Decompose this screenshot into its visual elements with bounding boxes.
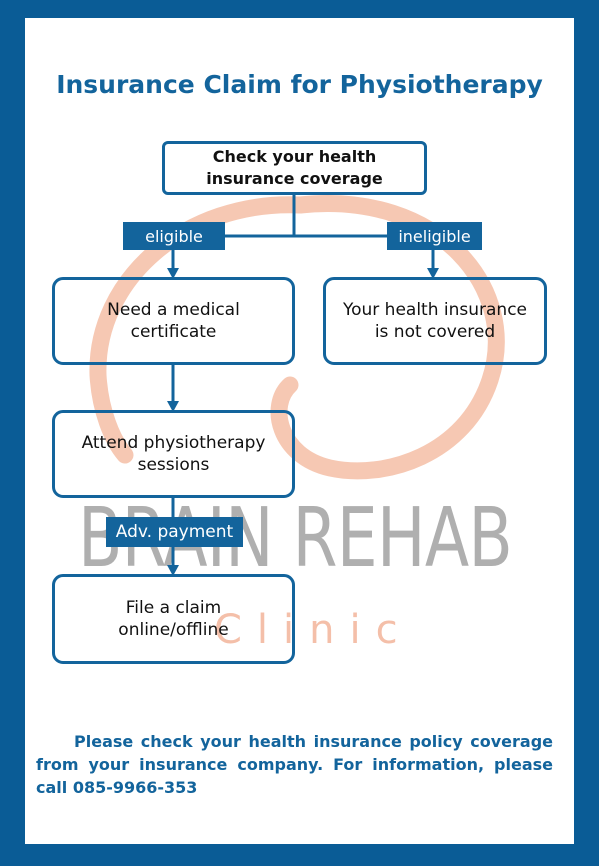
footer-note: Please check your health insurance polic… — [36, 730, 553, 799]
medical-certificate-line-1: Need a medical — [107, 300, 240, 320]
eligible-label: eligible — [123, 222, 225, 250]
arrowhead-eligible — [167, 268, 179, 279]
medical-certificate-line-2: certificate — [130, 322, 217, 342]
attend-sessions-box: Attend physiotherapy sessions — [52, 410, 295, 498]
not-covered-box: Your health insurance is not covered — [323, 277, 547, 365]
ineligible-label: ineligible — [387, 222, 482, 250]
file-claim-line-2: online/offline — [118, 620, 229, 640]
check-coverage-box: Check your health insurance coverage — [162, 141, 427, 195]
not-covered-line-1: Your health insurance — [342, 300, 528, 320]
arrowhead-ineligible — [427, 268, 439, 279]
file-claim-box: File a claim online/offline — [52, 574, 295, 664]
file-claim-line-1: File a claim — [125, 598, 222, 618]
advance-payment-label: Adv. payment — [106, 517, 243, 547]
attend-sessions-line-1: Attend physiotherapy — [81, 433, 266, 453]
attend-sessions-line-2: sessions — [137, 455, 210, 475]
medical-certificate-box: Need a medical certificate — [52, 277, 295, 365]
clinic-watermark: Clinic — [214, 607, 413, 653]
check-coverage-line-1: Check your health — [212, 147, 377, 166]
check-coverage-line-2: insurance coverage — [206, 169, 383, 188]
page-title: Insurance Claim for Physiotherapy — [56, 70, 543, 99]
arrowhead-sessions — [167, 401, 179, 412]
not-covered-line-2: is not covered — [374, 322, 496, 342]
arrowhead-claim — [167, 565, 179, 576]
footer-note-text: Please check your health insurance polic… — [36, 732, 553, 797]
